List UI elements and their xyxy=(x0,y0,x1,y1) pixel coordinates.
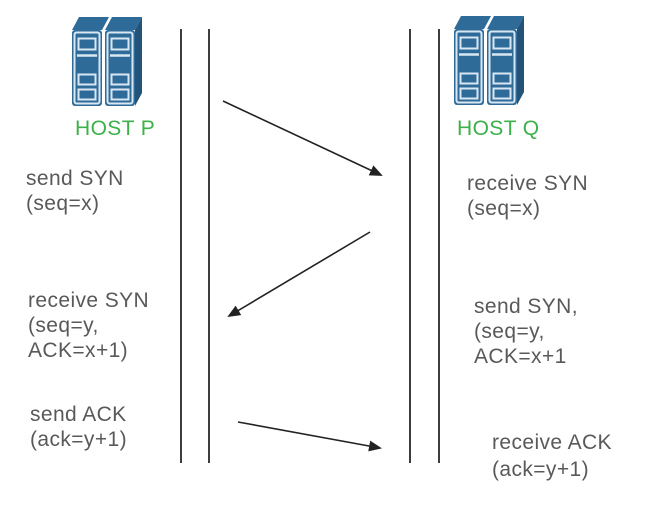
event-line: (seq=y, xyxy=(474,320,545,343)
event-send-syn: send SYN (seq=x) xyxy=(26,166,124,216)
event-line: send SYN xyxy=(26,167,124,190)
event-line: receive SYN xyxy=(467,172,589,195)
event-receive-syn-ack: receive SYN (seq=y, ACK=x+1) xyxy=(28,288,149,363)
event-line: (ack=y+1) xyxy=(30,428,127,451)
event-line: (ack=y+1) xyxy=(492,458,589,481)
server-icon-host-q xyxy=(454,16,524,105)
event-line: (seq=x) xyxy=(26,192,100,215)
event-line: send SYN, xyxy=(474,295,578,318)
event-send-syn-ack: send SYN, (seq=y, ACK=x+1 xyxy=(474,294,578,369)
host-q-label: HOST Q xyxy=(457,117,540,140)
event-line: ACK=x+1 xyxy=(474,345,567,368)
event-line: receive ACK xyxy=(492,431,612,454)
event-line: receive SYN xyxy=(28,289,150,312)
server-icon-host-p xyxy=(72,17,142,106)
event-receive-ack: receive ACK (ack=y+1) xyxy=(492,429,612,483)
event-line: (seq=y, xyxy=(28,314,99,337)
message-arrow-syn-ack xyxy=(227,231,371,318)
message-arrow-ack xyxy=(237,421,382,452)
event-line: ACK=x+1) xyxy=(28,339,129,362)
message-arrow-syn xyxy=(222,100,383,176)
event-receive-syn: receive SYN (seq=x) xyxy=(467,171,588,221)
event-send-ack: send ACK (ack=y+1) xyxy=(30,402,127,452)
host-p-label: HOST P xyxy=(75,117,156,140)
event-line: send ACK xyxy=(30,403,127,426)
event-line: (seq=x) xyxy=(467,197,541,220)
